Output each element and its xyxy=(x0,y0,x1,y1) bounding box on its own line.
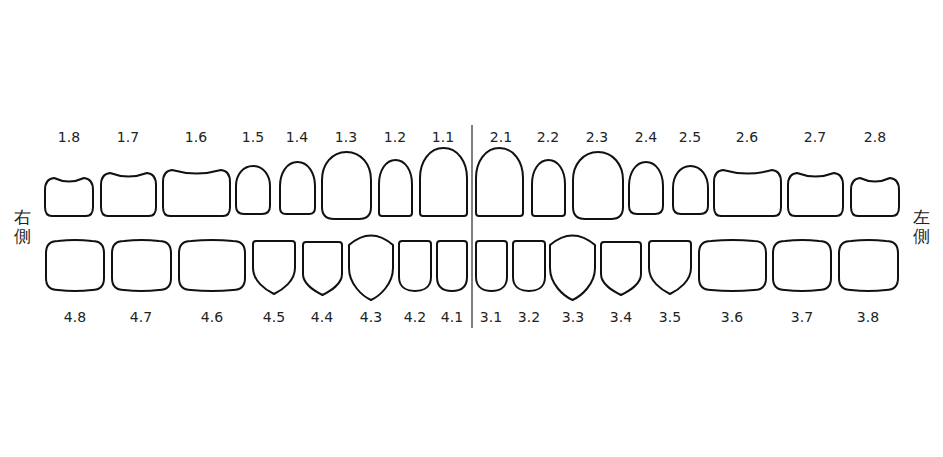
tooth-number: 1.8 xyxy=(58,130,80,144)
tooth-number: 1.3 xyxy=(335,130,357,144)
tooth-outline xyxy=(322,152,371,219)
tooth-outline xyxy=(532,160,565,216)
tooth-number: 2.4 xyxy=(635,130,657,144)
tooth-outline xyxy=(839,240,898,291)
tooth-number: 3.6 xyxy=(721,310,743,324)
tooth-number: 2.5 xyxy=(679,130,701,144)
tooth-outline xyxy=(101,173,156,216)
tooth-number: 1.7 xyxy=(117,130,139,144)
tooth-number: 1.6 xyxy=(185,130,207,144)
tooth-number: 2.3 xyxy=(586,130,608,144)
tooth-number: 3.4 xyxy=(610,310,632,324)
tooth-outline xyxy=(45,178,93,216)
tooth-outline xyxy=(673,166,708,214)
tooth-outline xyxy=(112,240,171,291)
tooth-outline xyxy=(629,162,663,214)
tooth-outline xyxy=(476,241,507,291)
tooth-outline xyxy=(303,242,342,295)
tooth-number: 4.2 xyxy=(404,310,426,324)
midline xyxy=(471,125,473,328)
tooth-outline xyxy=(179,240,245,291)
tooth-outline xyxy=(236,166,270,214)
tooth-number: 3.5 xyxy=(659,310,681,324)
side-label: 左側 xyxy=(913,208,930,245)
tooth-number: 1.2 xyxy=(384,130,406,144)
tooth-number: 4.6 xyxy=(201,310,223,324)
tooth-number: 3.7 xyxy=(791,310,813,324)
tooth-outline xyxy=(851,178,899,216)
tooth-number: 2.6 xyxy=(736,130,758,144)
tooth-number: 4.8 xyxy=(64,310,86,324)
tooth-number: 3.3 xyxy=(562,310,584,324)
tooth-number: 2.8 xyxy=(864,130,886,144)
tooth-outline xyxy=(714,170,781,216)
tooth-number: 1.5 xyxy=(242,130,264,144)
tooth-number: 2.1 xyxy=(490,130,512,144)
tooth-number: 2.7 xyxy=(804,130,826,144)
tooth-outline xyxy=(379,160,412,216)
tooth-outline xyxy=(437,241,467,291)
tooth-number: 1.1 xyxy=(432,130,454,144)
tooth-outline xyxy=(649,241,691,294)
tooth-number: 4.3 xyxy=(360,310,382,324)
tooth-outline xyxy=(476,148,523,216)
tooth-outline xyxy=(773,240,831,291)
tooth-outline xyxy=(280,162,315,214)
tooth-number: 4.1 xyxy=(441,310,463,324)
tooth-outline xyxy=(163,170,230,216)
tooth-outline xyxy=(550,236,595,301)
tooth-outline xyxy=(420,148,467,216)
tooth-number: 3.2 xyxy=(518,310,540,324)
tooth-number: 2.2 xyxy=(537,130,559,144)
tooth-number: 3.8 xyxy=(857,310,879,324)
tooth-outline xyxy=(788,173,843,216)
tooth-outline xyxy=(253,241,295,294)
tooth-outline xyxy=(513,241,545,291)
tooth-outline xyxy=(349,236,393,301)
tooth-outline xyxy=(46,240,104,291)
tooth-outline xyxy=(601,242,641,295)
tooth-outline xyxy=(699,240,766,291)
tooth-number: 3.1 xyxy=(480,310,502,324)
side-label: 右側 xyxy=(14,208,31,245)
tooth-number: 4.4 xyxy=(311,310,333,324)
tooth-outline xyxy=(573,152,623,219)
tooth-number: 4.5 xyxy=(263,310,285,324)
tooth-outline xyxy=(399,241,431,291)
tooth-number: 4.7 xyxy=(130,310,152,324)
tooth-number: 1.4 xyxy=(286,130,308,144)
